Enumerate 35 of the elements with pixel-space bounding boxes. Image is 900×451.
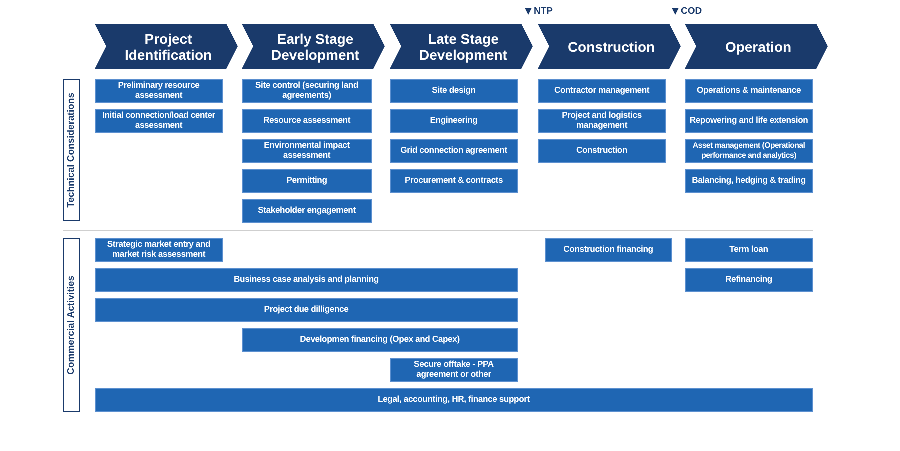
activity-bar: Construction financing xyxy=(545,238,672,262)
activity-bar: Secure offtake - PPA agreement or other xyxy=(390,358,518,382)
activity-bar: Preliminary resource assessment xyxy=(95,79,223,103)
activity-bar: Initial connection/load center assessment xyxy=(95,109,223,133)
activity-bar: Developmen financing (Opex and Capex) xyxy=(242,328,518,352)
activity-bar: Project and logistics management xyxy=(538,109,666,133)
phase-header: Early Stage Development xyxy=(242,24,385,69)
activity-bar: Permitting xyxy=(242,169,372,193)
phase-header: Construction xyxy=(538,24,681,69)
row-header: Commercial Activities xyxy=(63,238,80,412)
activity-bar: Term loan xyxy=(685,238,813,262)
activity-bar: Stakeholder engagement xyxy=(242,199,372,223)
activity-bar: Repowering and life extension xyxy=(685,109,813,133)
activity-bar: Project due dilligence xyxy=(95,298,518,322)
activity-bar: Environmental impact assessment xyxy=(242,139,372,163)
activity-bar: Refinancing xyxy=(685,268,813,292)
phase-header: Operation xyxy=(685,24,828,69)
milestone-label: COD xyxy=(681,6,702,17)
activity-bar: Legal, accounting, HR, finance support xyxy=(95,388,813,412)
activity-bar: Site design xyxy=(390,79,518,103)
activity-bar: Site control (securing land agreements) xyxy=(242,79,372,103)
activity-bar: Business case analysis and planning xyxy=(95,268,518,292)
activity-bar: Engineering xyxy=(390,109,518,133)
activity-bar: Grid connection agreement xyxy=(390,139,518,163)
activity-bar: Procurement & contracts xyxy=(390,169,518,193)
activity-bar: Strategic market entry and market risk assessment xyxy=(95,238,223,262)
activity-bar: Contractor management xyxy=(538,79,666,103)
phase-header: Project Identification xyxy=(95,24,238,69)
milestone-label: NTP xyxy=(534,6,553,17)
activity-bar: Construction xyxy=(538,139,666,163)
phase-header: Late Stage Development xyxy=(390,24,533,69)
row-header: Technical Considerations xyxy=(63,79,80,221)
activity-bar: Resource assessment xyxy=(242,109,372,133)
activity-bar: Operations & maintenance xyxy=(685,79,813,103)
activity-bar: Balancing, hedging & trading xyxy=(685,169,813,193)
